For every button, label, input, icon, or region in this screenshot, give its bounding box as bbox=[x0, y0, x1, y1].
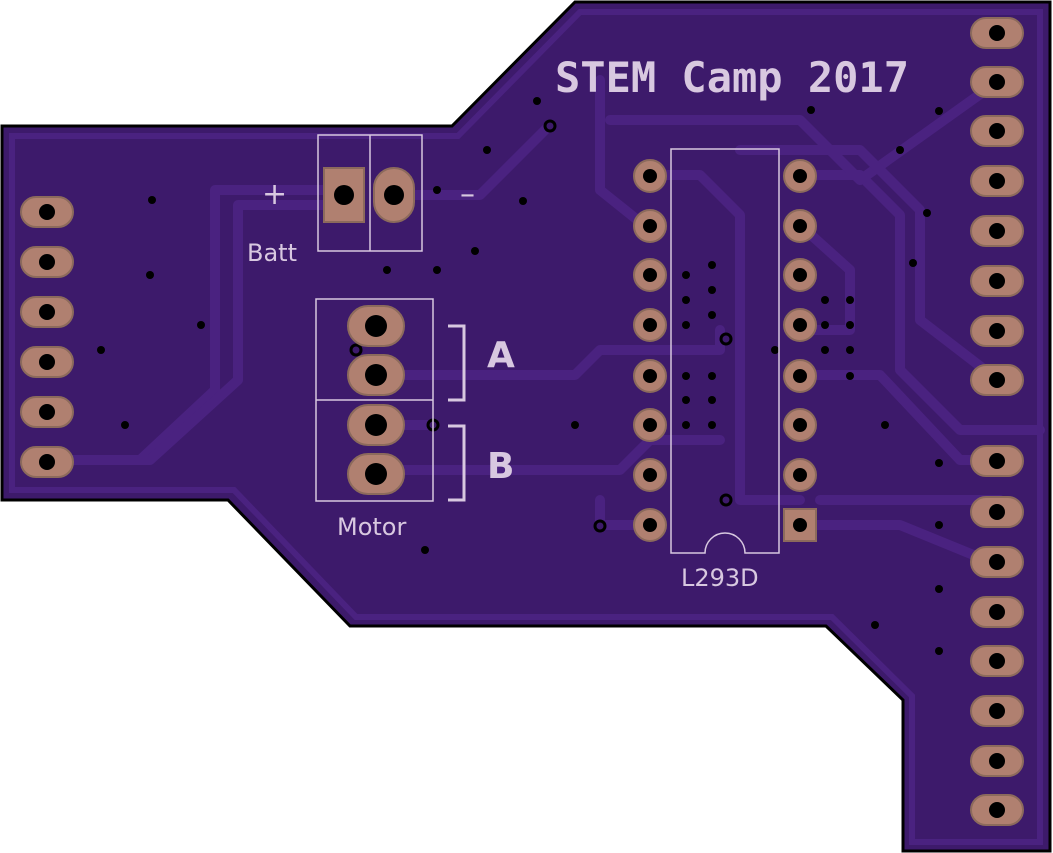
ic-pin bbox=[783, 159, 817, 193]
right-header-pin bbox=[970, 115, 1024, 147]
left-header-pin bbox=[20, 346, 74, 378]
right-header-pin bbox=[970, 496, 1024, 528]
ic-l293d bbox=[633, 148, 817, 554]
right-header-pin bbox=[970, 645, 1024, 677]
right-header-lower bbox=[970, 445, 1024, 826]
right-header-pin bbox=[970, 745, 1024, 777]
ic-pin bbox=[633, 458, 667, 492]
motor-label: Motor bbox=[337, 513, 406, 541]
right-header-pin bbox=[970, 445, 1024, 477]
battery-label: Batt bbox=[247, 239, 297, 267]
left-header-pin bbox=[20, 246, 74, 278]
ic-label: L293D bbox=[681, 564, 759, 592]
ic-pin bbox=[633, 209, 667, 243]
ground-pour-border bbox=[9, 9, 1043, 845]
ic-pin bbox=[783, 258, 817, 292]
left-header-pin bbox=[20, 296, 74, 328]
ic-pin bbox=[783, 408, 817, 442]
right-header-pin bbox=[970, 364, 1024, 396]
vias bbox=[97, 97, 943, 655]
battery-connector bbox=[317, 134, 423, 252]
ic-pin bbox=[783, 209, 817, 243]
right-header-pin bbox=[970, 695, 1024, 727]
ic-pin bbox=[633, 408, 667, 442]
ic-pin bbox=[783, 458, 817, 492]
ic-pin bbox=[783, 308, 817, 342]
left-header bbox=[20, 196, 74, 478]
copper-traces bbox=[41, 75, 1045, 570]
motor-connector bbox=[315, 298, 466, 502]
battery-plus-label: + bbox=[262, 177, 287, 212]
right-header-pin bbox=[970, 165, 1024, 197]
ic-pin bbox=[633, 258, 667, 292]
ic-pin bbox=[633, 159, 667, 193]
left-header-pin bbox=[20, 196, 74, 228]
motor-channel-a-label: A bbox=[487, 335, 515, 376]
right-header-pin bbox=[970, 596, 1024, 628]
board-title: STEM Camp 2017 bbox=[555, 53, 909, 102]
left-header-pin bbox=[20, 446, 74, 478]
right-header-pin bbox=[970, 17, 1024, 49]
left-header-pin bbox=[20, 396, 74, 428]
right-header-pin bbox=[970, 546, 1024, 578]
ic-pin bbox=[633, 359, 667, 393]
ic-pin bbox=[633, 508, 667, 542]
battery-minus-label: – bbox=[460, 177, 475, 212]
motor-channel-b-label: B bbox=[487, 446, 514, 487]
ic-pin-1-square bbox=[783, 508, 817, 542]
right-header-pin bbox=[970, 215, 1024, 247]
right-header-pin bbox=[970, 66, 1024, 98]
ic-pin bbox=[633, 308, 667, 342]
right-header-upper bbox=[970, 17, 1024, 396]
right-header-pin bbox=[970, 315, 1024, 347]
right-header-pin bbox=[970, 794, 1024, 826]
ic-pin bbox=[783, 359, 817, 393]
right-header-pin bbox=[970, 265, 1024, 297]
